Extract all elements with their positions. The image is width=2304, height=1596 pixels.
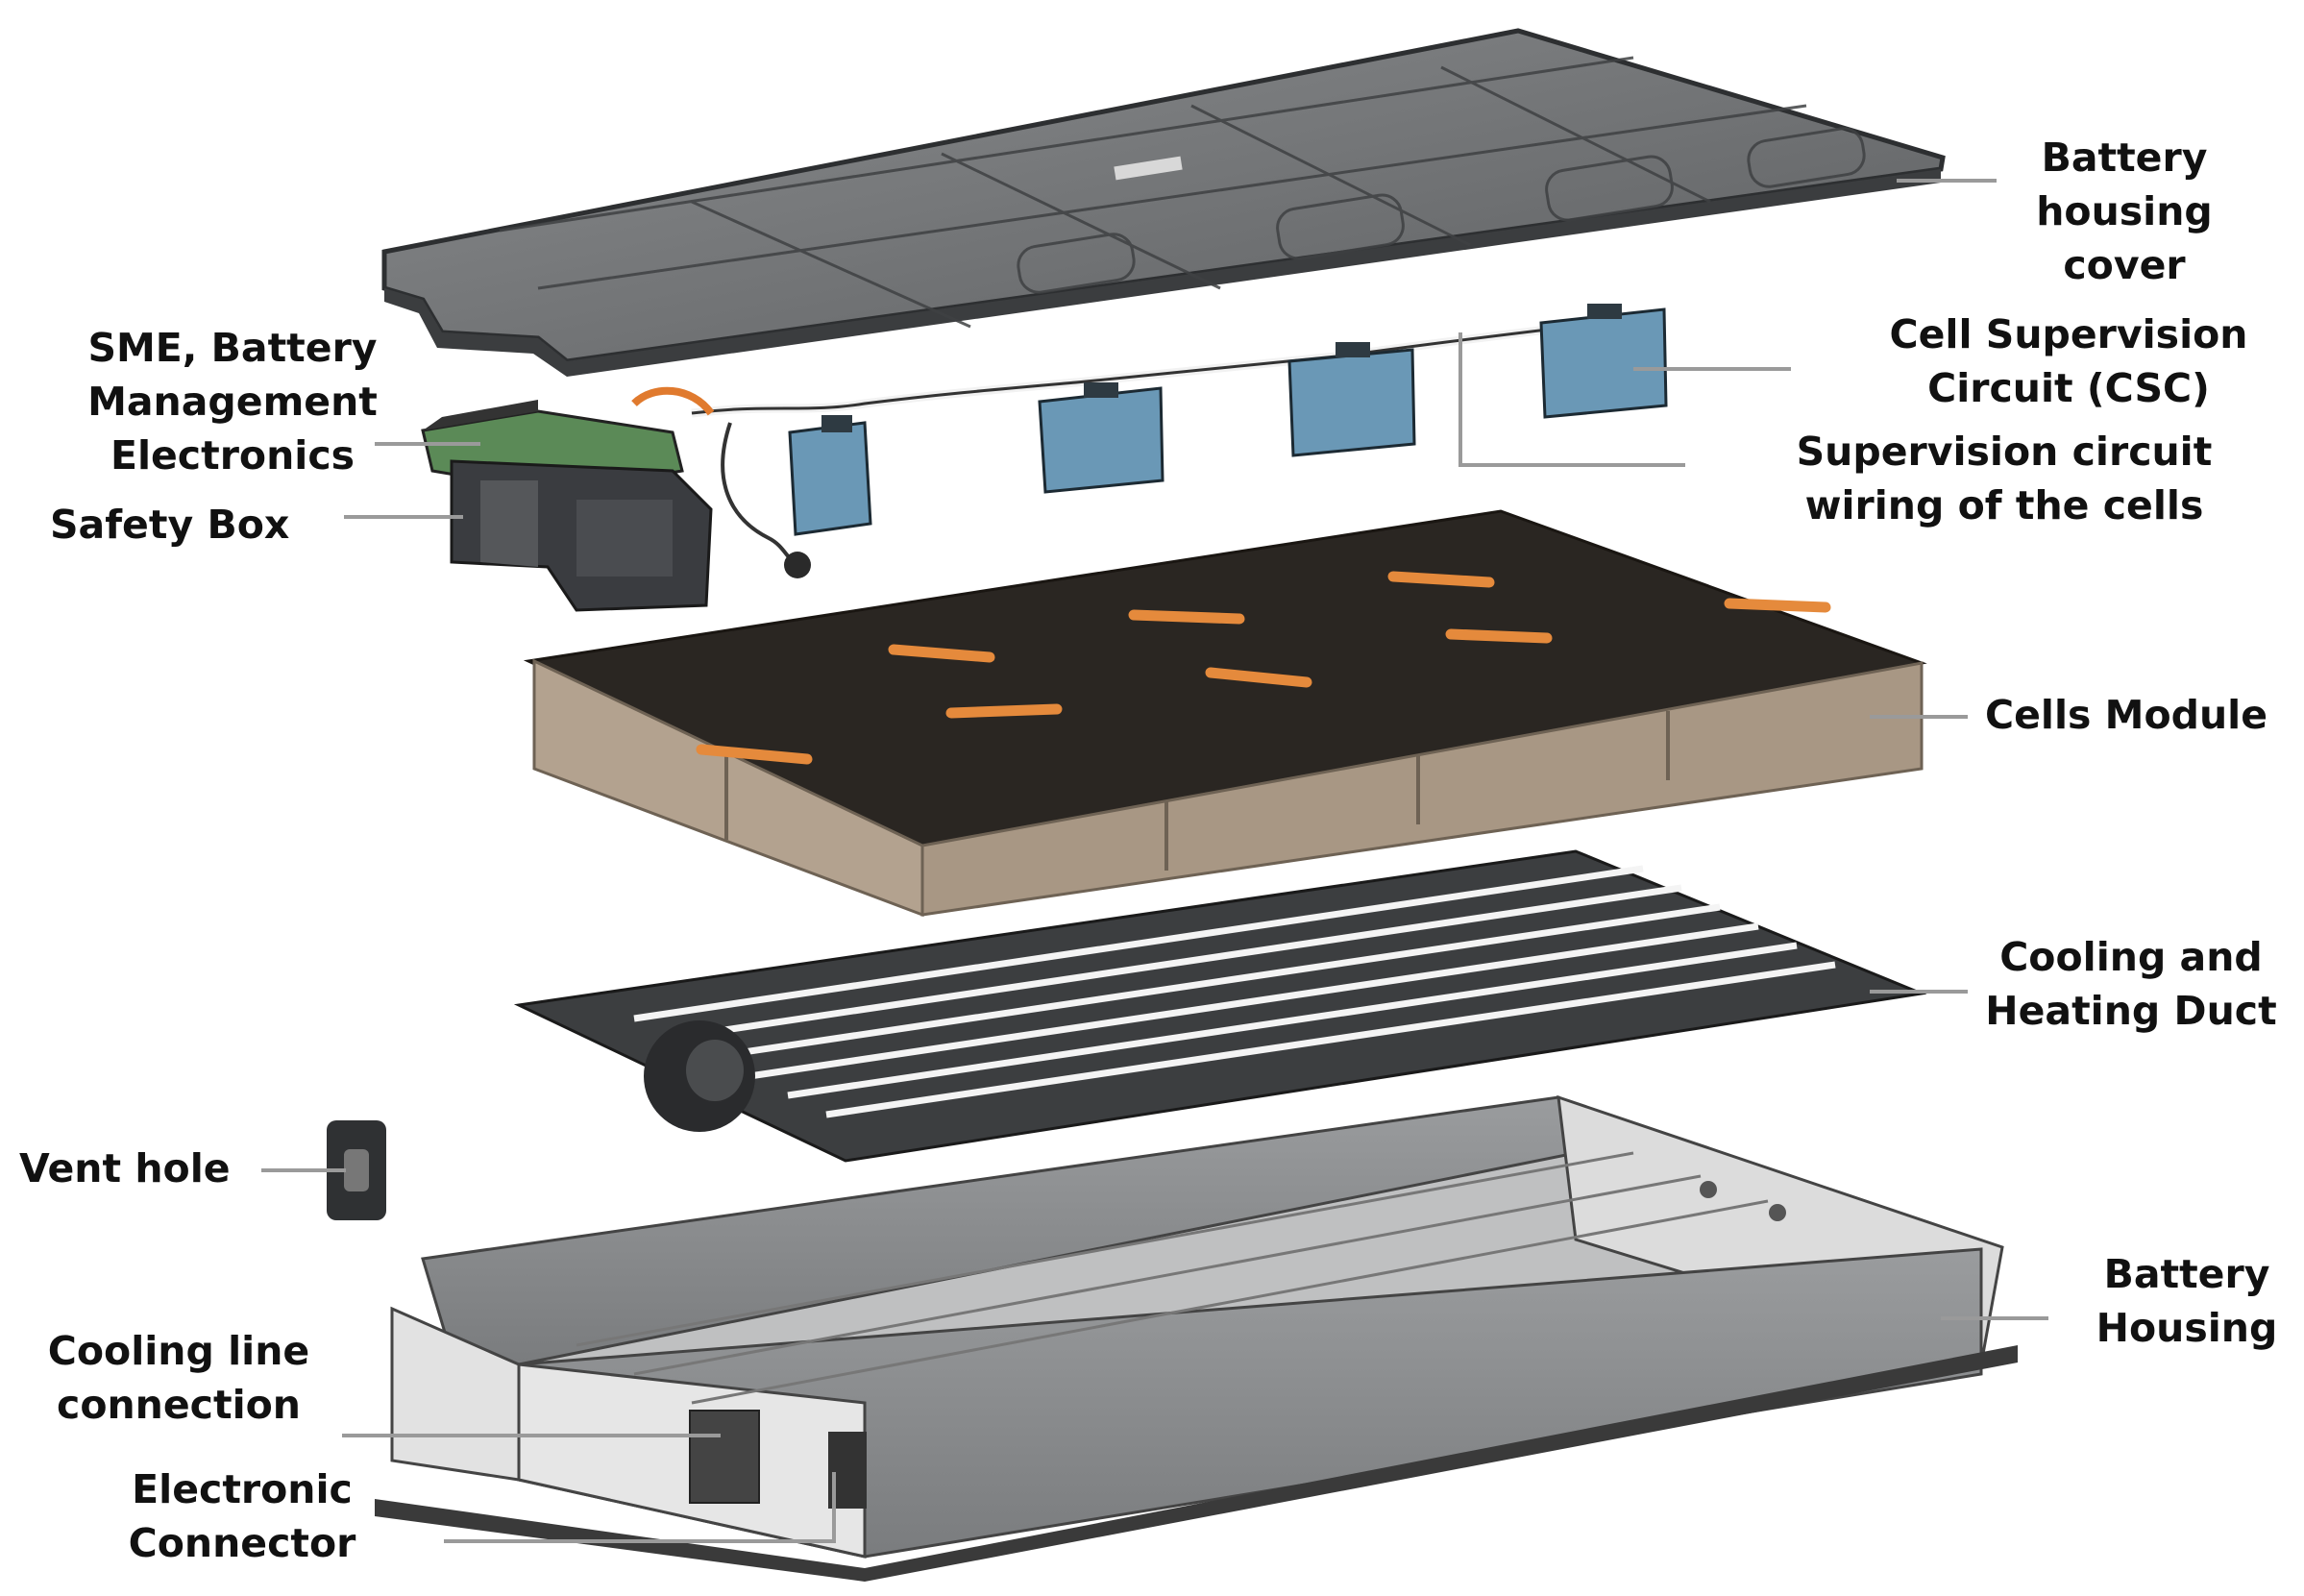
label-line: Battery [2103,1251,2270,1297]
label-line: Management [87,379,378,425]
label-line: connection [57,1382,301,1428]
label-battery-housing: Battery Housing [2075,1247,2298,1355]
label-cooling-line-connection: Cooling line connection [25,1324,332,1432]
label-supervision-wiring: Supervision circuit wiring of the cells [1754,425,2254,532]
battery-housing-icon [375,1094,2018,1582]
label-sme-battery-management-electronics: SME, Battery Management Electronics [61,321,404,482]
label-battery-housing-cover: Battery housing cover [2014,131,2235,292]
label-line: Heating Duct [1985,988,2277,1034]
label-line: Connector [128,1520,356,1566]
label-electronic-connector: Electronic Connector [108,1462,377,1570]
label-line: Housing [2096,1305,2278,1351]
label-line: wiring of the cells [1804,482,2204,528]
cooling-heating-duct-icon [513,849,1927,1163]
label-cell-supervision-circuit: Cell Supervision Circuit (CSC) [1852,307,2285,415]
label-line: Supervision circuit [1796,429,2213,475]
leader-lines [261,179,2048,1543]
label-line: Electronics [110,432,355,479]
label-line: Cells Module [1985,692,2268,738]
label-vent-hole: Vent hole [19,1142,259,1195]
label-line: SME, Battery [87,325,378,371]
label-safety-box: Safety Box [50,498,338,552]
label-cooling-heating-duct: Cooling and Heating Duct [1968,930,2294,1038]
leader-line-wiring [1458,332,1685,467]
label-line: Vent hole [19,1145,231,1191]
label-line: Cell Supervision [1889,311,2248,357]
battery-housing-cover-icon [381,28,1946,377]
label-line: Cooling and [1999,934,2263,980]
label-line: cover [2063,242,2186,288]
cell-supervision-circuit-icon [788,304,1668,536]
safety-box-icon [450,459,811,612]
label-line: Electronic [132,1466,353,1512]
label-line: housing [2036,188,2213,234]
leader-line-connector [444,1472,836,1543]
label-line: Circuit (CSC) [1927,365,2210,411]
label-line: Safety Box [50,502,290,548]
label-cells-module: Cells Module [1985,688,2292,742]
cells-module-icon [523,509,1927,918]
label-line: Battery [2041,135,2208,181]
vent-hole-icon [327,1120,386,1220]
label-line: Cooling line [47,1328,310,1374]
